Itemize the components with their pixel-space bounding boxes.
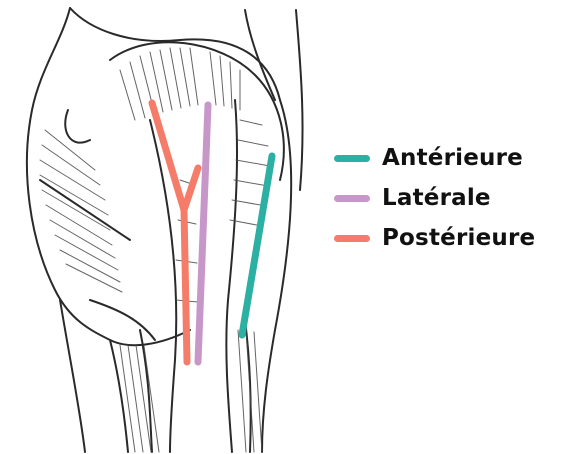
teal-line-icon: [334, 155, 370, 162]
legend: Antérieure Latérale Postérieure: [334, 138, 568, 258]
anterior-incision-line: [242, 156, 272, 335]
lilac-line-icon: [334, 195, 370, 202]
legend-item-laterale: Latérale: [334, 178, 568, 218]
lateral-incision-line: [198, 105, 208, 362]
legend-item-posterieure: Postérieure: [334, 218, 568, 258]
legend-item-anterieure: Antérieure: [334, 138, 568, 178]
legend-label-posterieure: Postérieure: [382, 225, 535, 251]
posterior-incision-line: [152, 103, 198, 362]
salmon-line-icon: [334, 235, 370, 242]
legend-label-anterieure: Antérieure: [382, 145, 523, 171]
legend-label-laterale: Latérale: [382, 185, 491, 211]
